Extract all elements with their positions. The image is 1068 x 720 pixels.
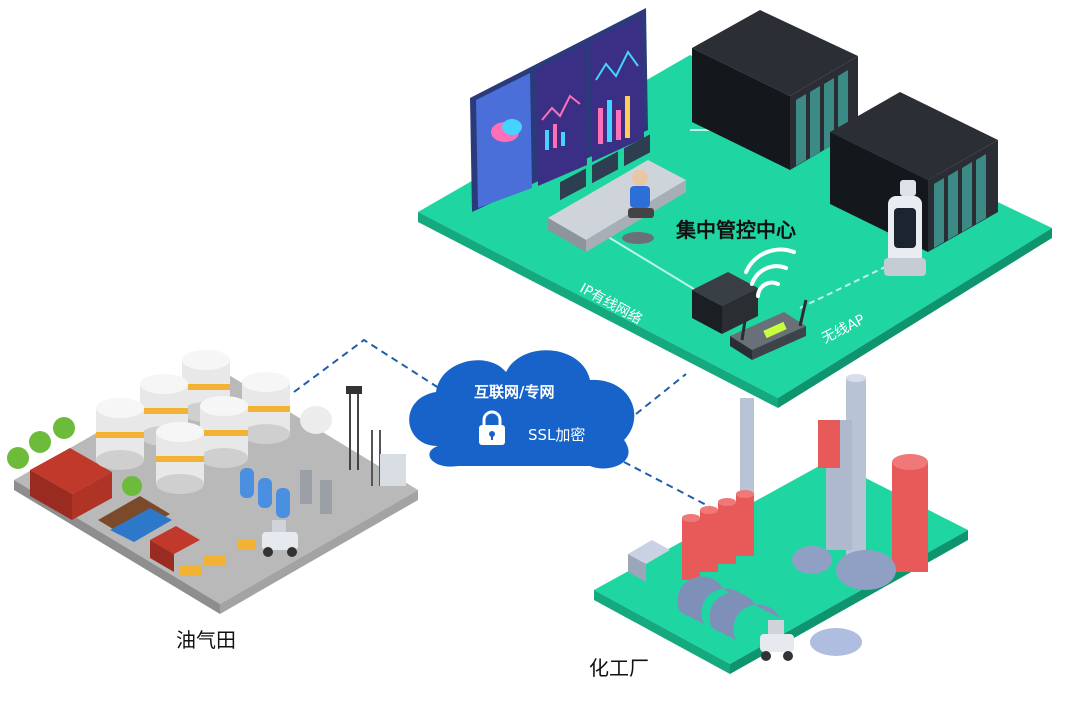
cloud-icon — [409, 350, 635, 469]
patrol-robot-datacenter — [884, 180, 926, 276]
control-center-label: 集中管控中心 — [676, 218, 796, 242]
oil-field-label: 油气田 — [176, 628, 236, 652]
storage-tanks — [96, 350, 290, 494]
display-wall — [470, 8, 648, 212]
patrol-robot-chemical — [760, 620, 794, 661]
server-rack-1 — [692, 10, 858, 170]
operator-desk — [548, 134, 686, 252]
processing-units — [240, 386, 406, 518]
chemical-plant-label: 化工厂 — [589, 656, 649, 680]
wireless-ap — [730, 299, 808, 360]
network-links — [293, 338, 713, 509]
ssl-label: SSL加密 — [528, 426, 586, 444]
trucks — [180, 540, 256, 576]
wifi-icon — [744, 247, 796, 298]
network-switch — [692, 272, 758, 334]
patrol-robot-oilfield — [262, 520, 298, 557]
cloud-title-label: 互联网/专网 — [474, 383, 555, 401]
lock-icon — [479, 410, 505, 445]
